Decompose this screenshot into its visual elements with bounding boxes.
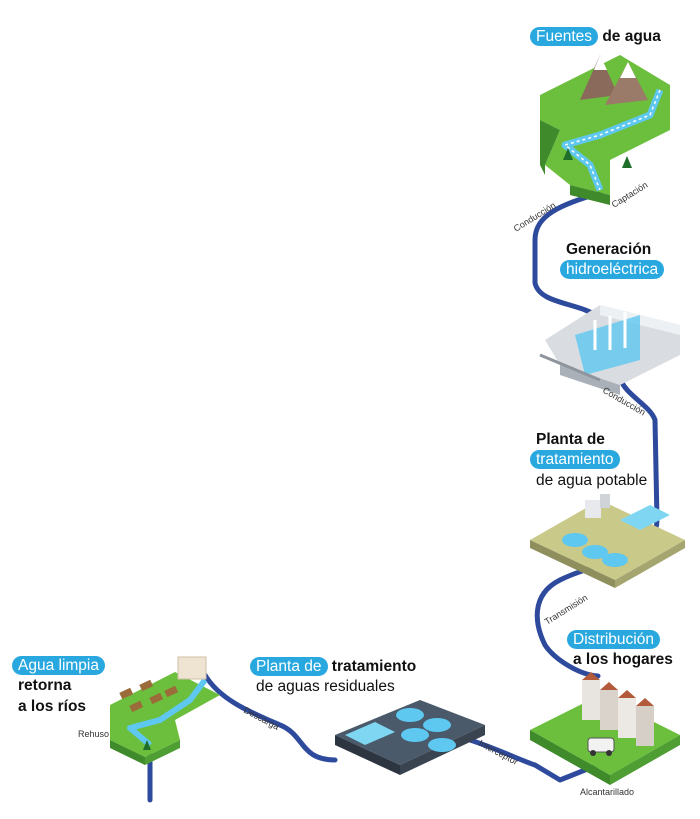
housing-distribution (530, 672, 680, 785)
text-de-agua: de agua (598, 28, 661, 45)
pipe-interceptor (467, 737, 538, 768)
highlight-hidroelectrica: hidroeléctrica (560, 260, 665, 280)
label-interceptor: Interceptor (477, 738, 520, 767)
text-tratamiento: tratamiento (327, 658, 417, 675)
label-rehuso: Rehuso (78, 729, 109, 739)
title-planta-aguas-residuales: Planta de tratamiento de aguas residuale… (250, 657, 416, 698)
text-retorna: retorna (18, 677, 72, 695)
highlight-tratamiento: tratamiento (530, 450, 620, 470)
highlight-fuentes: Fuentes (530, 27, 599, 46)
hydroelectric-dam (539, 305, 680, 395)
title-generacion-hidroelectrica: Generación hidroeléctrica (560, 240, 665, 281)
label-transmision: Transmisión (543, 592, 590, 626)
text-a-los-rios: a los ríos (18, 697, 87, 715)
highlight-agua-limpia: Agua limpia (12, 656, 105, 675)
water-source-island (540, 55, 670, 205)
wastewater-treatment-plant (335, 700, 485, 775)
text-a-los-hogares: a los hogares (573, 651, 673, 669)
title-agua-limpia: Agua limpia retorna a los ríos (12, 656, 105, 717)
label-descarga: Descarga (242, 705, 281, 732)
pipe-conduccion-1 (532, 190, 603, 321)
label-alcantarillado: Alcantarillado (580, 787, 634, 797)
pipe-conduccion-2 (534, 375, 660, 679)
reuse-island (110, 656, 220, 765)
title-distribucion: Distribución a los hogares (567, 630, 673, 671)
pipe-descarga (202, 672, 338, 763)
text-planta-de: Planta de (536, 431, 605, 448)
highlight-distribucion: Distribución (567, 630, 660, 649)
highlight-planta-de: Planta de (250, 657, 328, 676)
title-fuentes-de-agua: Fuentes de agua (530, 27, 661, 47)
text-de-agua-potable: de agua potable (536, 471, 648, 489)
text-generacion: Generación (566, 241, 652, 258)
label-captacion: Captación (610, 180, 650, 210)
potable-treatment-plant (530, 494, 685, 588)
title-planta-agua-potable: Planta de tratamiento de agua potable (530, 430, 647, 491)
text-de-aguas-residuales: de aguas residuales (256, 678, 395, 696)
